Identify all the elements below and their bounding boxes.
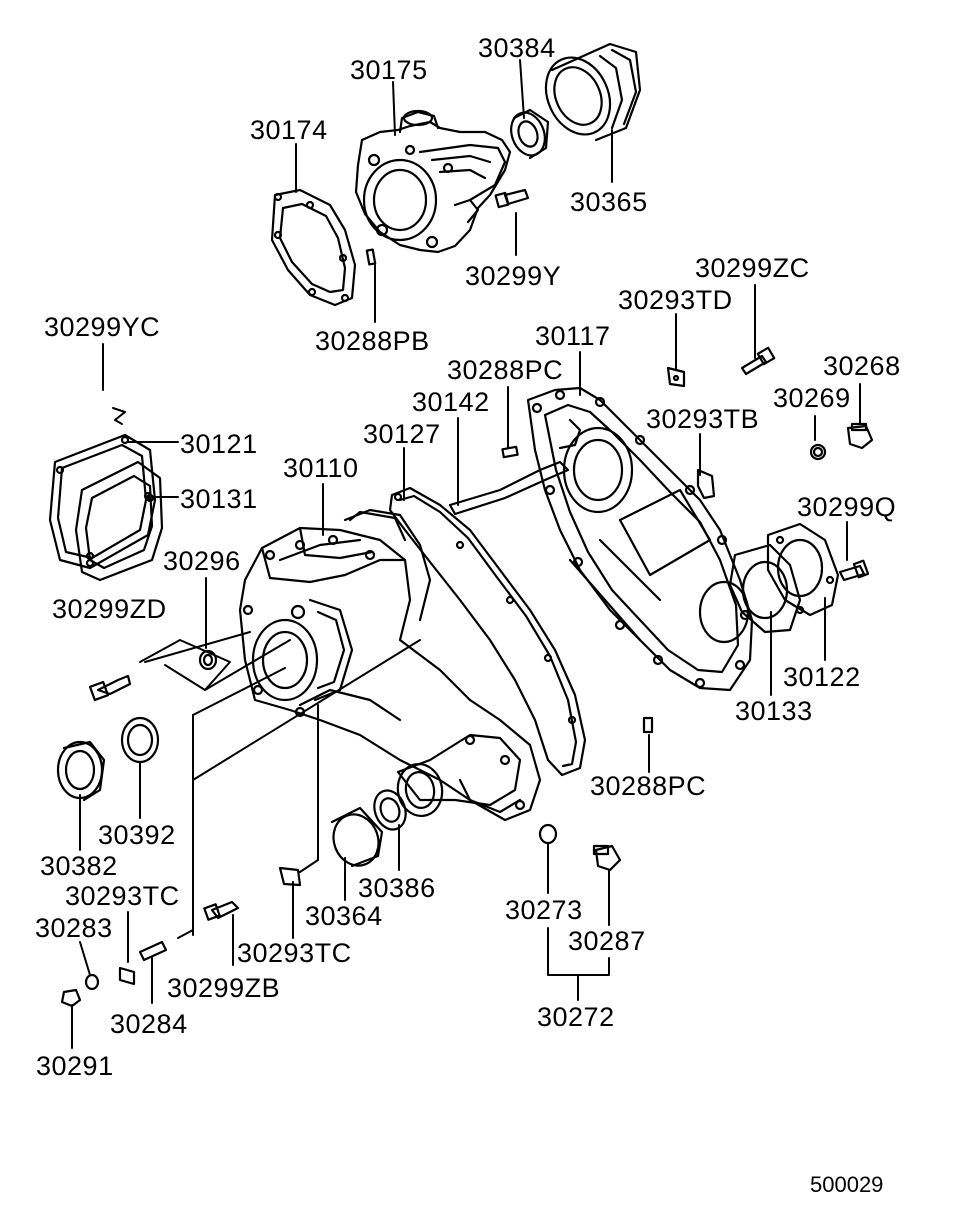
part-label-30299ZD: 30299ZD: [52, 594, 167, 624]
part-label-30296: 30296: [163, 546, 241, 576]
diagram-reference-number: 500029: [810, 1172, 884, 1197]
part-label-30121: 30121: [180, 429, 258, 459]
part-label-30110: 30110: [283, 453, 359, 483]
part-label-30382: 30382: [40, 851, 118, 881]
part-label-30287: 30287: [568, 926, 646, 956]
part-label-30293TB: 30293TB: [646, 404, 760, 434]
part-label-30288PC-top: 30288PC: [447, 355, 564, 385]
part-label-30386: 30386: [358, 873, 436, 903]
part-label-30127: 30127: [363, 419, 441, 449]
part-label-30299Y: 30299Y: [465, 261, 562, 291]
part-label-30299YC: 30299YC: [44, 312, 161, 342]
part-label-30288PB: 30288PB: [315, 326, 430, 356]
part-label-30131: 30131: [180, 484, 258, 514]
transfer-case-rear-30117: [526, 386, 754, 692]
extension-housing-30175: [354, 109, 512, 254]
part-label-30174: 30174: [250, 115, 328, 145]
gasket-30127: [388, 486, 587, 777]
transfer-case-front-30110: [238, 508, 542, 822]
part-label-30133: 30133: [735, 696, 813, 726]
part-label-30117: 30117: [535, 321, 611, 351]
part-label-30293TC-mid: 30293TC: [237, 938, 352, 968]
small-parts-top: [365, 188, 874, 582]
cover-30121: [48, 433, 157, 570]
part-label-30364: 30364: [305, 901, 383, 931]
part-label-30142: 30142: [412, 387, 490, 417]
part-label-30293TC-left: 30293TC: [65, 881, 180, 911]
part-label-30175: 30175: [350, 55, 428, 85]
part-label-30268: 30268: [823, 351, 901, 381]
gasket-30131: [74, 460, 164, 582]
cover-30122: [766, 522, 840, 617]
dust-cover-30365: [544, 42, 642, 142]
part-label-30299ZC: 30299ZC: [695, 253, 810, 283]
leader-lines: [71, 59, 861, 1049]
part-label-30269: 30269: [773, 383, 851, 413]
part-label-30384: 30384: [478, 33, 556, 63]
part-label-30283: 30283: [35, 913, 113, 943]
part-label-30291: 30291: [36, 1051, 114, 1081]
part-label-30272: 30272: [537, 1002, 615, 1032]
part-label-30299ZB: 30299ZB: [167, 973, 281, 1003]
part-label-30122: 30122: [783, 662, 861, 692]
part-label-30284: 30284: [110, 1009, 188, 1039]
part-label-30288PC-bottom: 30288PC: [590, 771, 707, 801]
part-label-30365: 30365: [570, 187, 648, 217]
gasket-30133: [728, 543, 802, 634]
small-parts-lower: [56, 649, 654, 1008]
part-label-30273: 30273: [505, 895, 583, 925]
strip-30142: [448, 460, 570, 516]
part-label-30299Q: 30299Q: [797, 492, 897, 522]
gasket-30174: [270, 188, 357, 307]
part-label-30293TD: 30293TD: [618, 285, 733, 315]
part-label-30392: 30392: [98, 820, 176, 850]
oil-seal-30384: [510, 108, 550, 160]
